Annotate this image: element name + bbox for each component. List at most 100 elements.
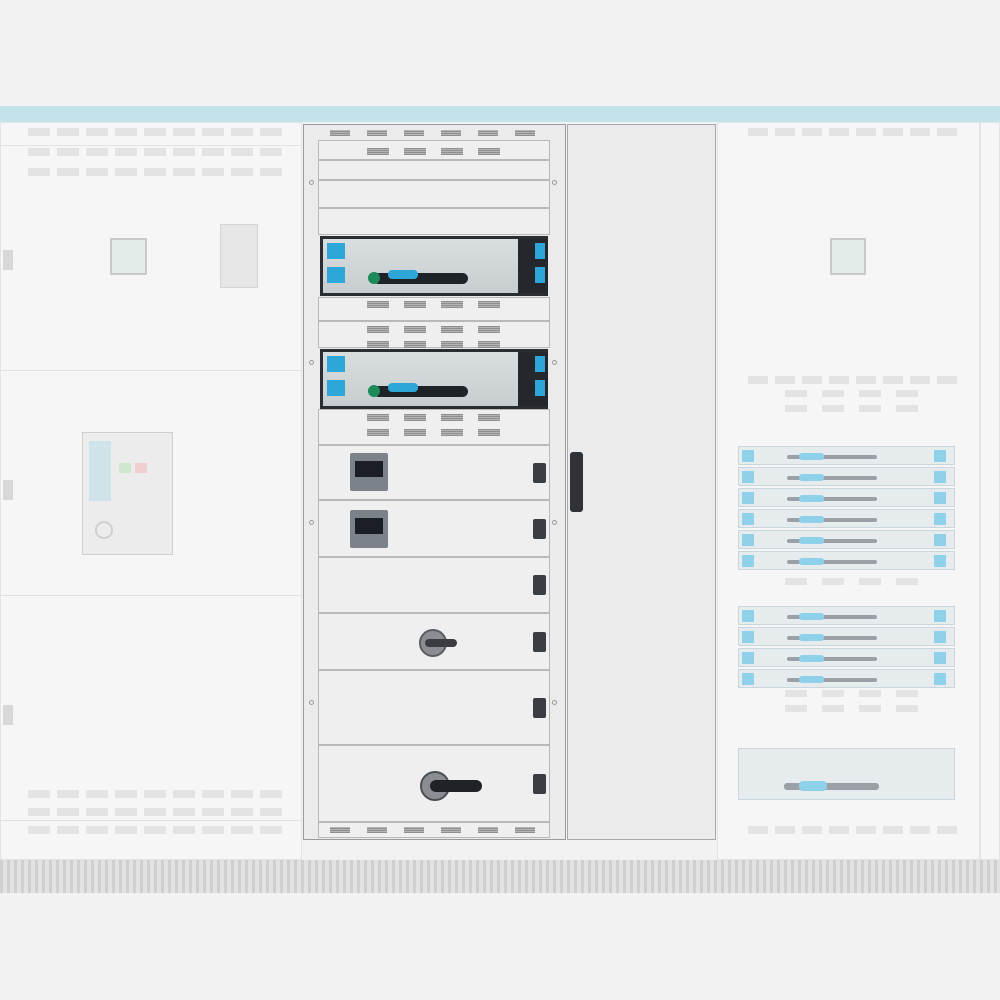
vent-slot [802,376,822,384]
vent-slot [896,578,918,585]
vent-slot [822,405,844,412]
terminal-cover [742,673,754,685]
vent-slot [231,168,253,176]
meter-screen [355,518,383,534]
latch [3,705,13,725]
terminal-cover [934,534,946,546]
vent-slot [748,128,768,136]
handle-grip-blue [799,474,824,481]
vent-slot [802,128,822,136]
vent-slot [910,128,930,136]
vent-slot [404,414,426,421]
vent-slot [86,148,108,156]
terminal-cover [742,534,754,546]
vent-slot [115,148,137,156]
module-handle [787,497,877,501]
vent-slot [441,148,463,155]
vent-slot [115,168,137,176]
vent-slot [144,128,166,136]
vent-slot [260,826,282,834]
drawer-latch[interactable] [533,518,546,539]
switch-handle[interactable] [373,386,468,397]
drawer-6[interactable] [318,745,550,822]
vent-slot [57,128,79,136]
top-busbar-strip [0,106,1000,122]
vent-slot [202,826,224,834]
vent-panel [318,297,550,321]
far-right-cabinet [980,122,1000,860]
terminal-cover [742,492,754,504]
vent-slot [441,326,463,333]
switch-handle[interactable] [373,273,468,284]
vent-slot [330,827,350,833]
vent-slot [859,405,881,412]
drawer-latch[interactable] [533,773,546,794]
cabinet-door[interactable] [567,124,716,840]
drawer-5[interactable] [318,670,550,745]
terminal-cover [934,610,946,622]
vent-slot [748,376,768,384]
vent-slot [404,130,424,136]
drawer-3[interactable] [318,557,550,613]
rotary-handle-lever[interactable] [430,780,482,792]
vent-slot [260,128,282,136]
breaker-button-red [135,463,147,473]
vent-slot [144,168,166,176]
terminal-cover [742,610,754,622]
switch-disconnector-unit [320,349,548,409]
handle-grip-blue [799,655,824,662]
terminal-cover [535,243,545,259]
vent-slot [441,827,461,833]
vent-slot [57,826,79,834]
module-handle [787,539,877,543]
terminal-cover [934,492,946,504]
vent-slot [937,826,957,834]
switch-module [738,669,955,688]
drawer-latch[interactable] [533,575,546,595]
screw [552,180,557,185]
switch-module [738,627,955,646]
left-control-unit [220,224,258,288]
handle-grip-blue [388,383,418,392]
vent-slot [748,826,768,834]
vent-slot [115,808,137,816]
door-handle[interactable] [570,452,583,512]
vent-slot [859,705,881,712]
vent-slot [478,301,500,308]
vent-slot [404,148,426,155]
vent-slot [856,376,876,384]
vent-slot [57,808,79,816]
vent-slot [367,130,387,136]
panel-divider [0,370,302,371]
screw [552,520,557,525]
breaker-dial [95,521,113,539]
terminal-cover [327,380,345,396]
vent-slot [441,429,463,436]
vent-slot [822,705,844,712]
drawer-latch[interactable] [533,631,546,652]
vent-slot [28,148,50,156]
vent-slot [910,376,930,384]
vent-slot [115,128,137,136]
rotary-handle-lever[interactable] [425,639,457,647]
drawer-latch[interactable] [533,697,546,718]
vent-slot [856,826,876,834]
handle-grip-blue [799,676,824,683]
vent-slot [57,168,79,176]
vent-slot [859,578,881,585]
screw [552,700,557,705]
vent-panel [318,409,550,445]
vent-slot [202,808,224,816]
panel-divider [0,820,302,821]
vent-slot [910,826,930,834]
vent-slot [57,148,79,156]
screw [309,360,314,365]
handle-grip-blue [799,516,824,523]
terminal-cover [327,356,345,372]
vent-slot [231,808,253,816]
breaker-button-green [119,463,131,473]
cabinet-plinth [0,860,1000,893]
drawer-latch[interactable] [533,462,546,483]
vent-slot [28,808,50,816]
handle-grip-blue [799,495,824,502]
